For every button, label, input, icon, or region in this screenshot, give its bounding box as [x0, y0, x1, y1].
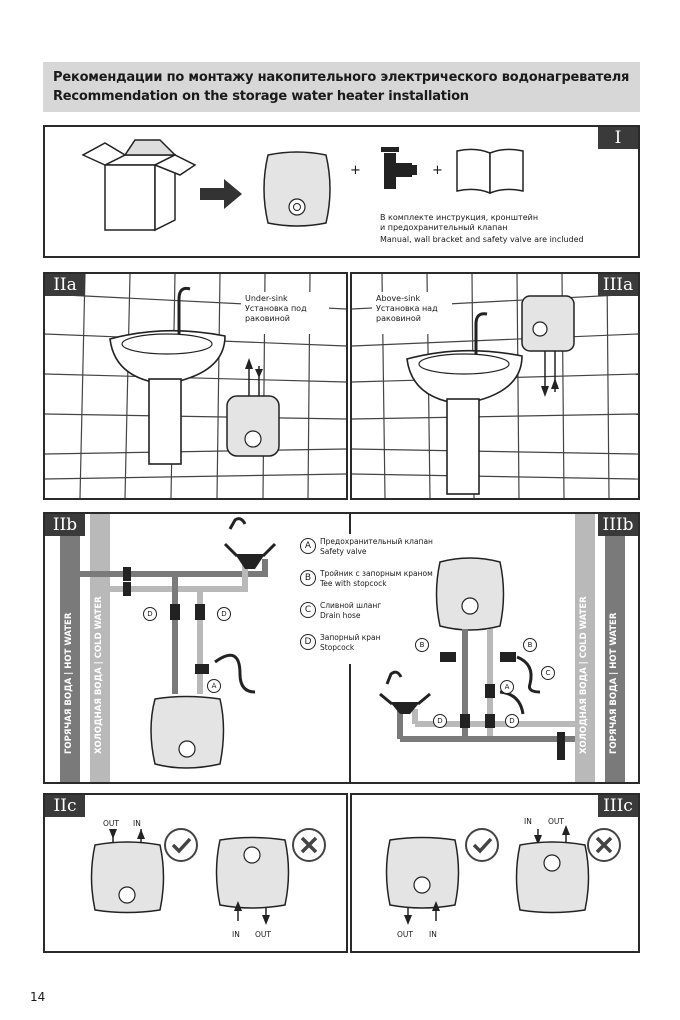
above-sink-label-en: Above-sink — [376, 294, 420, 304]
label-box: Above-sink Установка над раковиной — [372, 292, 452, 334]
incorrect-orientation-heater — [510, 825, 595, 915]
tee-stopcock-marker: B — [415, 638, 429, 652]
panel-tag: IIa — [45, 274, 85, 296]
title-ru: Рекомендации по монтажу накопительного э… — [53, 70, 629, 85]
hot-water-label-right: ГОРЯЧАЯ ВОДА | HOT WATER — [609, 613, 619, 754]
header-band: Рекомендации по монтажу накопительного э… — [43, 62, 640, 112]
check-icon — [163, 827, 199, 863]
panel-tag: IIIa — [598, 274, 638, 296]
above-sink-label-ru-2: раковиной — [376, 314, 421, 324]
manual-book-icon — [455, 147, 525, 197]
safety-valve-icon — [375, 145, 420, 193]
check-icon — [464, 827, 500, 863]
drain-hose-marker: C — [541, 666, 555, 680]
in-label: IN — [429, 930, 437, 939]
above-sink-piping — [345, 514, 575, 782]
panel-tag: I — [598, 127, 638, 149]
correct-orientation-heater — [85, 825, 170, 915]
note-ru-2: и предохранительный клапан — [380, 223, 507, 233]
tee-stopcock-marker: B — [523, 638, 537, 652]
stopcock-marker: D — [505, 714, 519, 728]
plus-sign: + — [350, 163, 361, 178]
panel-package-contents: I + + В комплекте инструкция, кронштейн … — [43, 125, 640, 258]
above-sink-label-ru-1: Установка над — [376, 304, 438, 314]
cross-icon — [291, 827, 327, 863]
cold-water-label-right: ХОЛОДНАЯ ВОДА | COLD WATER — [579, 596, 589, 754]
correct-orientation-heater — [380, 835, 465, 925]
title-en: Recommendation on the storage water heat… — [53, 89, 469, 104]
legend-letter: D — [300, 634, 316, 650]
safety-valve-marker: A — [207, 679, 221, 693]
stopcock-marker: D — [433, 714, 447, 728]
out-label: OUT — [397, 930, 413, 939]
water-heater-icon — [258, 149, 336, 229]
legend-letter: A — [300, 538, 316, 554]
panel-piping-diagrams: IIb ГОРЯЧАЯ ВОДА | HOT WATER ХОЛОДНАЯ ВО… — [43, 512, 640, 784]
legend-letter: B — [300, 570, 316, 586]
under-sink-label-en: Under-sink — [245, 294, 288, 304]
stopcock-marker: D — [217, 607, 231, 621]
note-ru-1: В комплекте инструкция, кронштейн — [380, 213, 538, 223]
page-number: 14 — [30, 990, 45, 1004]
in-label: IN — [232, 930, 240, 939]
panel-under-sink-orientation: IIc OUT IN IN OUT — [43, 793, 348, 953]
plus-sign-2: + — [432, 163, 443, 178]
legend-letter: C — [300, 602, 316, 618]
panel-tag-right: IIIb — [598, 514, 638, 536]
panel-under-sink: IIa Under-sink Установка под раковиной — [43, 272, 348, 500]
panel-above-sink: IIIa Above-sink Установка над раковиной — [350, 272, 640, 500]
safety-valve-marker: A — [500, 680, 514, 694]
label-box: Under-sink Установка под раковиной — [241, 292, 329, 334]
panel-above-sink-orientation: IIIc OUT IN IN OUT — [350, 793, 640, 953]
panel-tag: IIIc — [598, 795, 638, 817]
panel-tag: IIc — [45, 795, 85, 817]
cross-icon — [586, 827, 622, 863]
under-sink-label-ru-1: Установка под — [245, 304, 307, 314]
note-en: Manual, wall bracket and safety valve ar… — [380, 235, 584, 245]
stopcock-marker: D — [143, 607, 157, 621]
box-icon — [75, 135, 205, 235]
under-sink-label-ru-2: раковиной — [245, 314, 290, 324]
incorrect-orientation-heater — [210, 835, 295, 925]
out-label: OUT — [255, 930, 271, 939]
arrow-right-icon — [200, 179, 242, 209]
